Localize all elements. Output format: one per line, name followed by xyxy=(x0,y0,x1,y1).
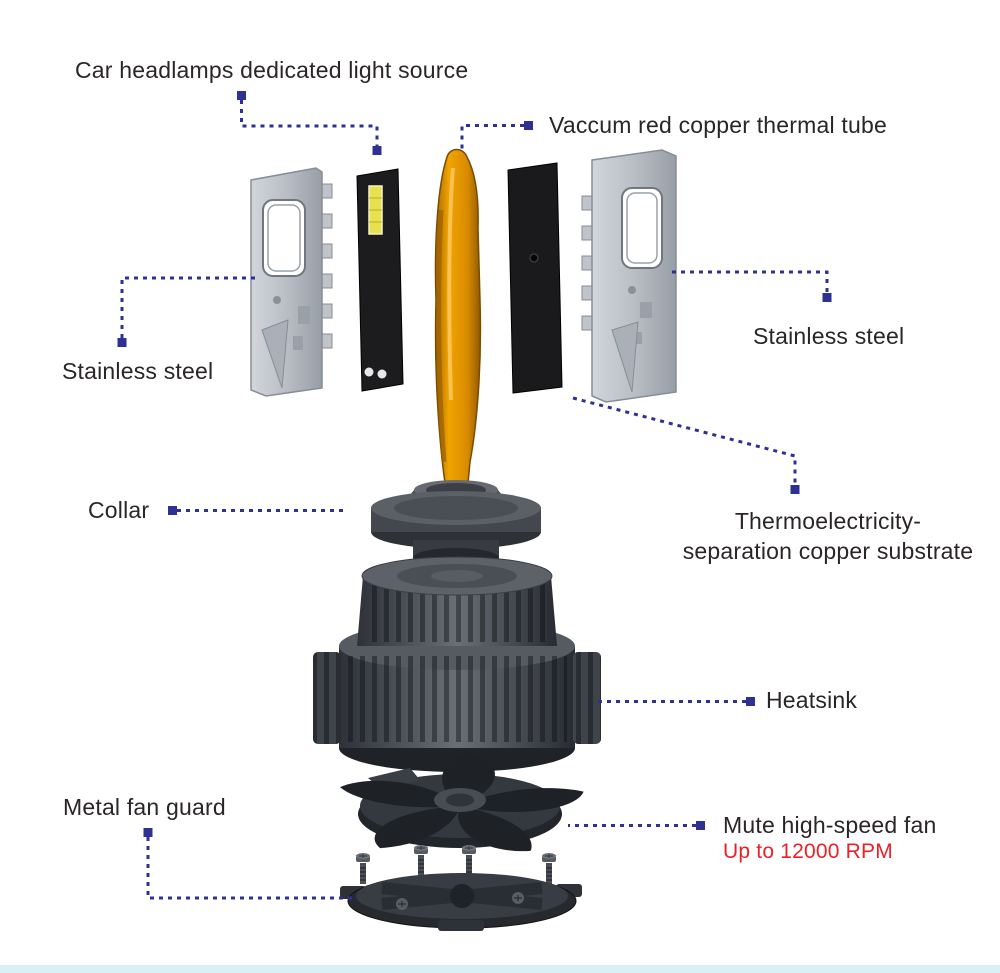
fan-part xyxy=(340,752,584,852)
connector-substrate xyxy=(572,396,800,494)
fan-guard-part xyxy=(340,844,582,931)
connector-stainless-right xyxy=(672,270,832,302)
screw xyxy=(541,852,557,885)
label-fan: Mute high-speed fan xyxy=(723,812,937,838)
label-substrate-line2: separation copper substrate xyxy=(682,538,974,564)
connector-fan-guard xyxy=(143,828,358,900)
label-substrate-line1: Thermoelectricity- xyxy=(734,508,922,534)
stainless-steel-bracket-right xyxy=(581,149,677,403)
label-fan-guard: Metal fan guard xyxy=(63,794,226,820)
label-heatsink: Heatsink xyxy=(766,687,858,713)
stainless-steel-bracket-left xyxy=(250,167,333,397)
led-substrate-right xyxy=(507,162,563,394)
screw xyxy=(355,852,371,885)
thermal-tube xyxy=(434,148,482,484)
label-light-source: Car headlamps dedicated light source xyxy=(75,57,469,83)
label-stainless-steel-right: Stainless steel xyxy=(753,323,905,349)
connector-stainless-left xyxy=(117,276,255,347)
connector-collar xyxy=(168,506,348,515)
collar-part xyxy=(371,480,541,568)
connector-thermal-tube xyxy=(460,121,533,152)
label-substrate: Thermoelectricity- separation copper sub… xyxy=(648,506,1000,566)
label-thermal-tube: Vaccum red copper thermal tube xyxy=(549,112,887,138)
connector-heatsink xyxy=(598,697,755,706)
connector-light-source xyxy=(237,91,382,155)
connector-fan xyxy=(568,821,705,830)
screw xyxy=(413,844,429,877)
bottom-accent-strip xyxy=(0,965,1000,973)
heatsink-part xyxy=(313,556,601,772)
label-stainless-steel-left: Stainless steel xyxy=(62,358,214,384)
screw xyxy=(461,844,477,877)
label-fan-rpm: Up to 12000 RPM xyxy=(723,840,893,863)
led-substrate-left xyxy=(356,168,404,392)
label-collar: Collar xyxy=(88,497,150,523)
